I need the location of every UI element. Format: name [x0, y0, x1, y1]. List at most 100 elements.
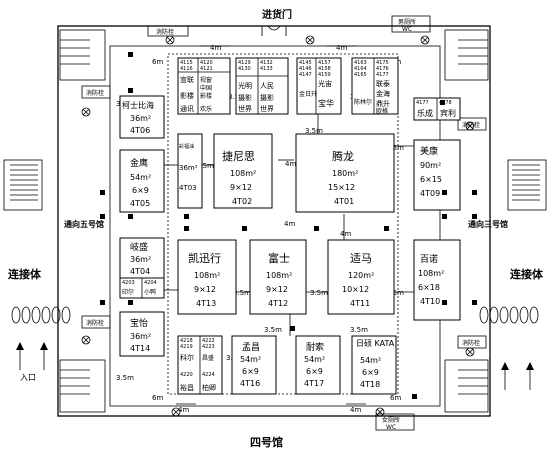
booth-group-right-small[interactable]: 4177 4178 乐成 宾利	[413, 97, 461, 121]
svg-text:裕昌: 裕昌	[180, 383, 194, 392]
dim-3-5m-f: 3.5m	[386, 144, 404, 152]
svg-text:4T02: 4T02	[232, 197, 252, 206]
svg-text:36m²: 36m²	[130, 114, 151, 123]
svg-text:9×12: 9×12	[194, 285, 216, 294]
svg-text:108m²: 108m²	[418, 269, 444, 278]
hydrant-left-bottom: 消防栓	[81, 315, 111, 329]
booth-4t06[interactable]: 柯士比海 36m² 4T06	[119, 95, 165, 139]
svg-text:4163: 4163	[354, 60, 367, 66]
booth-zone-boundary	[109, 45, 441, 407]
booth-4t18[interactable]: 日硕 KATA 54m² 6×9 4T18	[351, 335, 397, 395]
dim-6m-bottom-right: 6m	[390, 394, 401, 402]
svg-text:54m²: 54m²	[130, 173, 151, 182]
booth-group-top-right-2[interactable]: 4163 4175 4164 4176 4165 4177 联泰 金海 鼎升 陈…	[351, 57, 399, 115]
booth-4t10[interactable]: 百诺 108m² 6×18 4T10	[413, 239, 461, 321]
svg-text:15×12: 15×12	[328, 183, 355, 192]
entrance-arrows-left	[16, 342, 48, 370]
svg-text:印尔: 印尔	[122, 288, 134, 296]
svg-text:适马: 适马	[350, 252, 372, 265]
svg-text:消防栓: 消防栓	[86, 319, 104, 327]
svg-text:108m²: 108m²	[230, 169, 256, 178]
booth-group-top-right-1[interactable]: 4145 4157 4146 4158 4147 4159 金日升 光宙 宝华	[296, 57, 342, 115]
booth-group-bottom-left[interactable]: 4218 4222 4219 4223 科尔 昌盛 4220 4224 裕昌 柏…	[177, 335, 223, 395]
svg-text:孟昌: 孟昌	[242, 342, 260, 353]
svg-text:4T01: 4T01	[334, 197, 354, 206]
svg-text:摄影: 摄影	[238, 93, 252, 102]
booth-4t09[interactable]: 美康 90m² 6×15 4T09	[413, 139, 461, 211]
booth-group-left-mid[interactable]: 4203 4204 印尔 小鸭	[119, 277, 165, 299]
svg-text:6×18: 6×18	[418, 283, 440, 292]
pillars	[100, 52, 477, 399]
svg-text:180m²: 180m²	[332, 169, 358, 178]
to-hall3-label: 通向三号馆	[468, 219, 508, 229]
booth-4t13[interactable]: 凯迅行 108m² 9×12 4T13	[177, 239, 237, 315]
stairwell-bottom-right	[444, 359, 489, 413]
booth-group-top-mid[interactable]: 4129 4132 4130 4133 光明 人民 摄影 摄影 世界 世界	[235, 57, 289, 115]
svg-text:6×9: 6×9	[362, 368, 379, 377]
stairwell-top-right	[444, 29, 489, 81]
svg-text:9×12: 9×12	[230, 183, 252, 192]
svg-text:捷尼思: 捷尼思	[222, 149, 255, 163]
booth-4t02[interactable]: 捷尼思 108m² 9×12 4T02	[213, 133, 273, 209]
booth-4t16[interactable]: 孟昌 54m² 6×9 4T16	[231, 335, 277, 395]
booth-4t11[interactable]: 适马 120m² 10×12 4T11	[327, 239, 395, 315]
dim-3-5m-d: 3.5m	[196, 162, 214, 170]
dim-3-5m-p: 3.5m	[116, 374, 134, 382]
svg-text:4176: 4176	[376, 66, 389, 72]
svg-text:4T03: 4T03	[179, 184, 197, 192]
svg-text:消防栓: 消防栓	[86, 89, 104, 97]
svg-text:4218: 4218	[180, 338, 193, 344]
booth-group-top-left[interactable]: 4115 4120 4116 4121 宣联 视窗 中国 影楼 影楼 通讯 欢乐	[177, 57, 231, 115]
dim-6m-bottom-left: 6m	[152, 394, 163, 402]
svg-text:金日升: 金日升	[299, 90, 317, 98]
svg-text:女厕所: 女厕所	[382, 416, 400, 424]
svg-text:120m²: 120m²	[348, 271, 374, 280]
left-escalator	[11, 306, 71, 324]
svg-text:4T16: 4T16	[240, 379, 260, 388]
svg-text:90m²: 90m²	[420, 161, 441, 170]
svg-text:4145: 4145	[299, 60, 312, 66]
svg-text:男厕所: 男厕所	[398, 18, 416, 26]
svg-text:4177: 4177	[416, 100, 429, 106]
right-connector-label: 连接体	[510, 267, 544, 281]
svg-text:4157: 4157	[318, 60, 331, 66]
svg-text:光明: 光明	[238, 81, 252, 90]
hall-name-label: 四号馆	[250, 435, 283, 449]
dim-3-5m-b: 3.5m	[264, 326, 282, 334]
svg-text:4T13: 4T13	[196, 299, 216, 308]
svg-text:108m²: 108m²	[266, 271, 292, 280]
svg-text:4T10: 4T10	[420, 297, 440, 306]
goods-door	[261, 25, 287, 36]
booth-4t17[interactable]: 耐索 54m² 6×9 4T17	[295, 335, 341, 395]
svg-text:日硕 KATA: 日硕 KATA	[356, 339, 395, 348]
booth-4t04[interactable]: 岐盛 36m² 4T04	[119, 237, 165, 279]
booth-4t01[interactable]: 腾龙 180m² 15×12 4T01	[295, 133, 395, 213]
svg-text:4178: 4178	[439, 100, 452, 106]
svg-text:4T12: 4T12	[268, 299, 288, 308]
hydrant-top: 消防栓	[147, 25, 189, 37]
booth-4t14[interactable]: 宝怡 36m² 4T14	[119, 311, 165, 357]
svg-text:百诺: 百诺	[420, 254, 438, 265]
svg-text:4223: 4223	[202, 344, 215, 350]
svg-text:科尔: 科尔	[180, 353, 194, 362]
svg-text:4164: 4164	[354, 66, 367, 72]
booth-4t12[interactable]: 富士 108m² 9×12 4T12	[249, 239, 307, 315]
svg-text:世界: 世界	[260, 104, 274, 113]
booth-4t03[interactable]: 彩福油 36m² 4T03	[177, 133, 203, 209]
dim-4m-right: 4m	[340, 230, 351, 238]
dim-3-5m-i: 3.5m	[310, 289, 328, 297]
svg-text:4177: 4177	[376, 72, 389, 78]
svg-text:通讯: 通讯	[180, 104, 194, 113]
svg-text:耐索: 耐索	[306, 341, 324, 353]
svg-text:腾龙: 腾龙	[332, 149, 354, 163]
svg-text:108m²: 108m²	[194, 271, 220, 280]
to-hall5-label: 通向五号馆	[64, 219, 104, 229]
svg-text:柯士比海: 柯士比海	[122, 100, 154, 110]
booth-4t05[interactable]: 金鹰 54m² 6×9 4T05	[119, 149, 165, 213]
svg-text:54m²: 54m²	[360, 356, 381, 365]
svg-text:4129: 4129	[238, 60, 251, 66]
dim-arrows	[164, 45, 414, 405]
svg-text:富士: 富士	[268, 251, 290, 265]
entrance-label: 入口	[20, 373, 36, 382]
svg-text:柏卿: 柏卿	[202, 383, 216, 392]
